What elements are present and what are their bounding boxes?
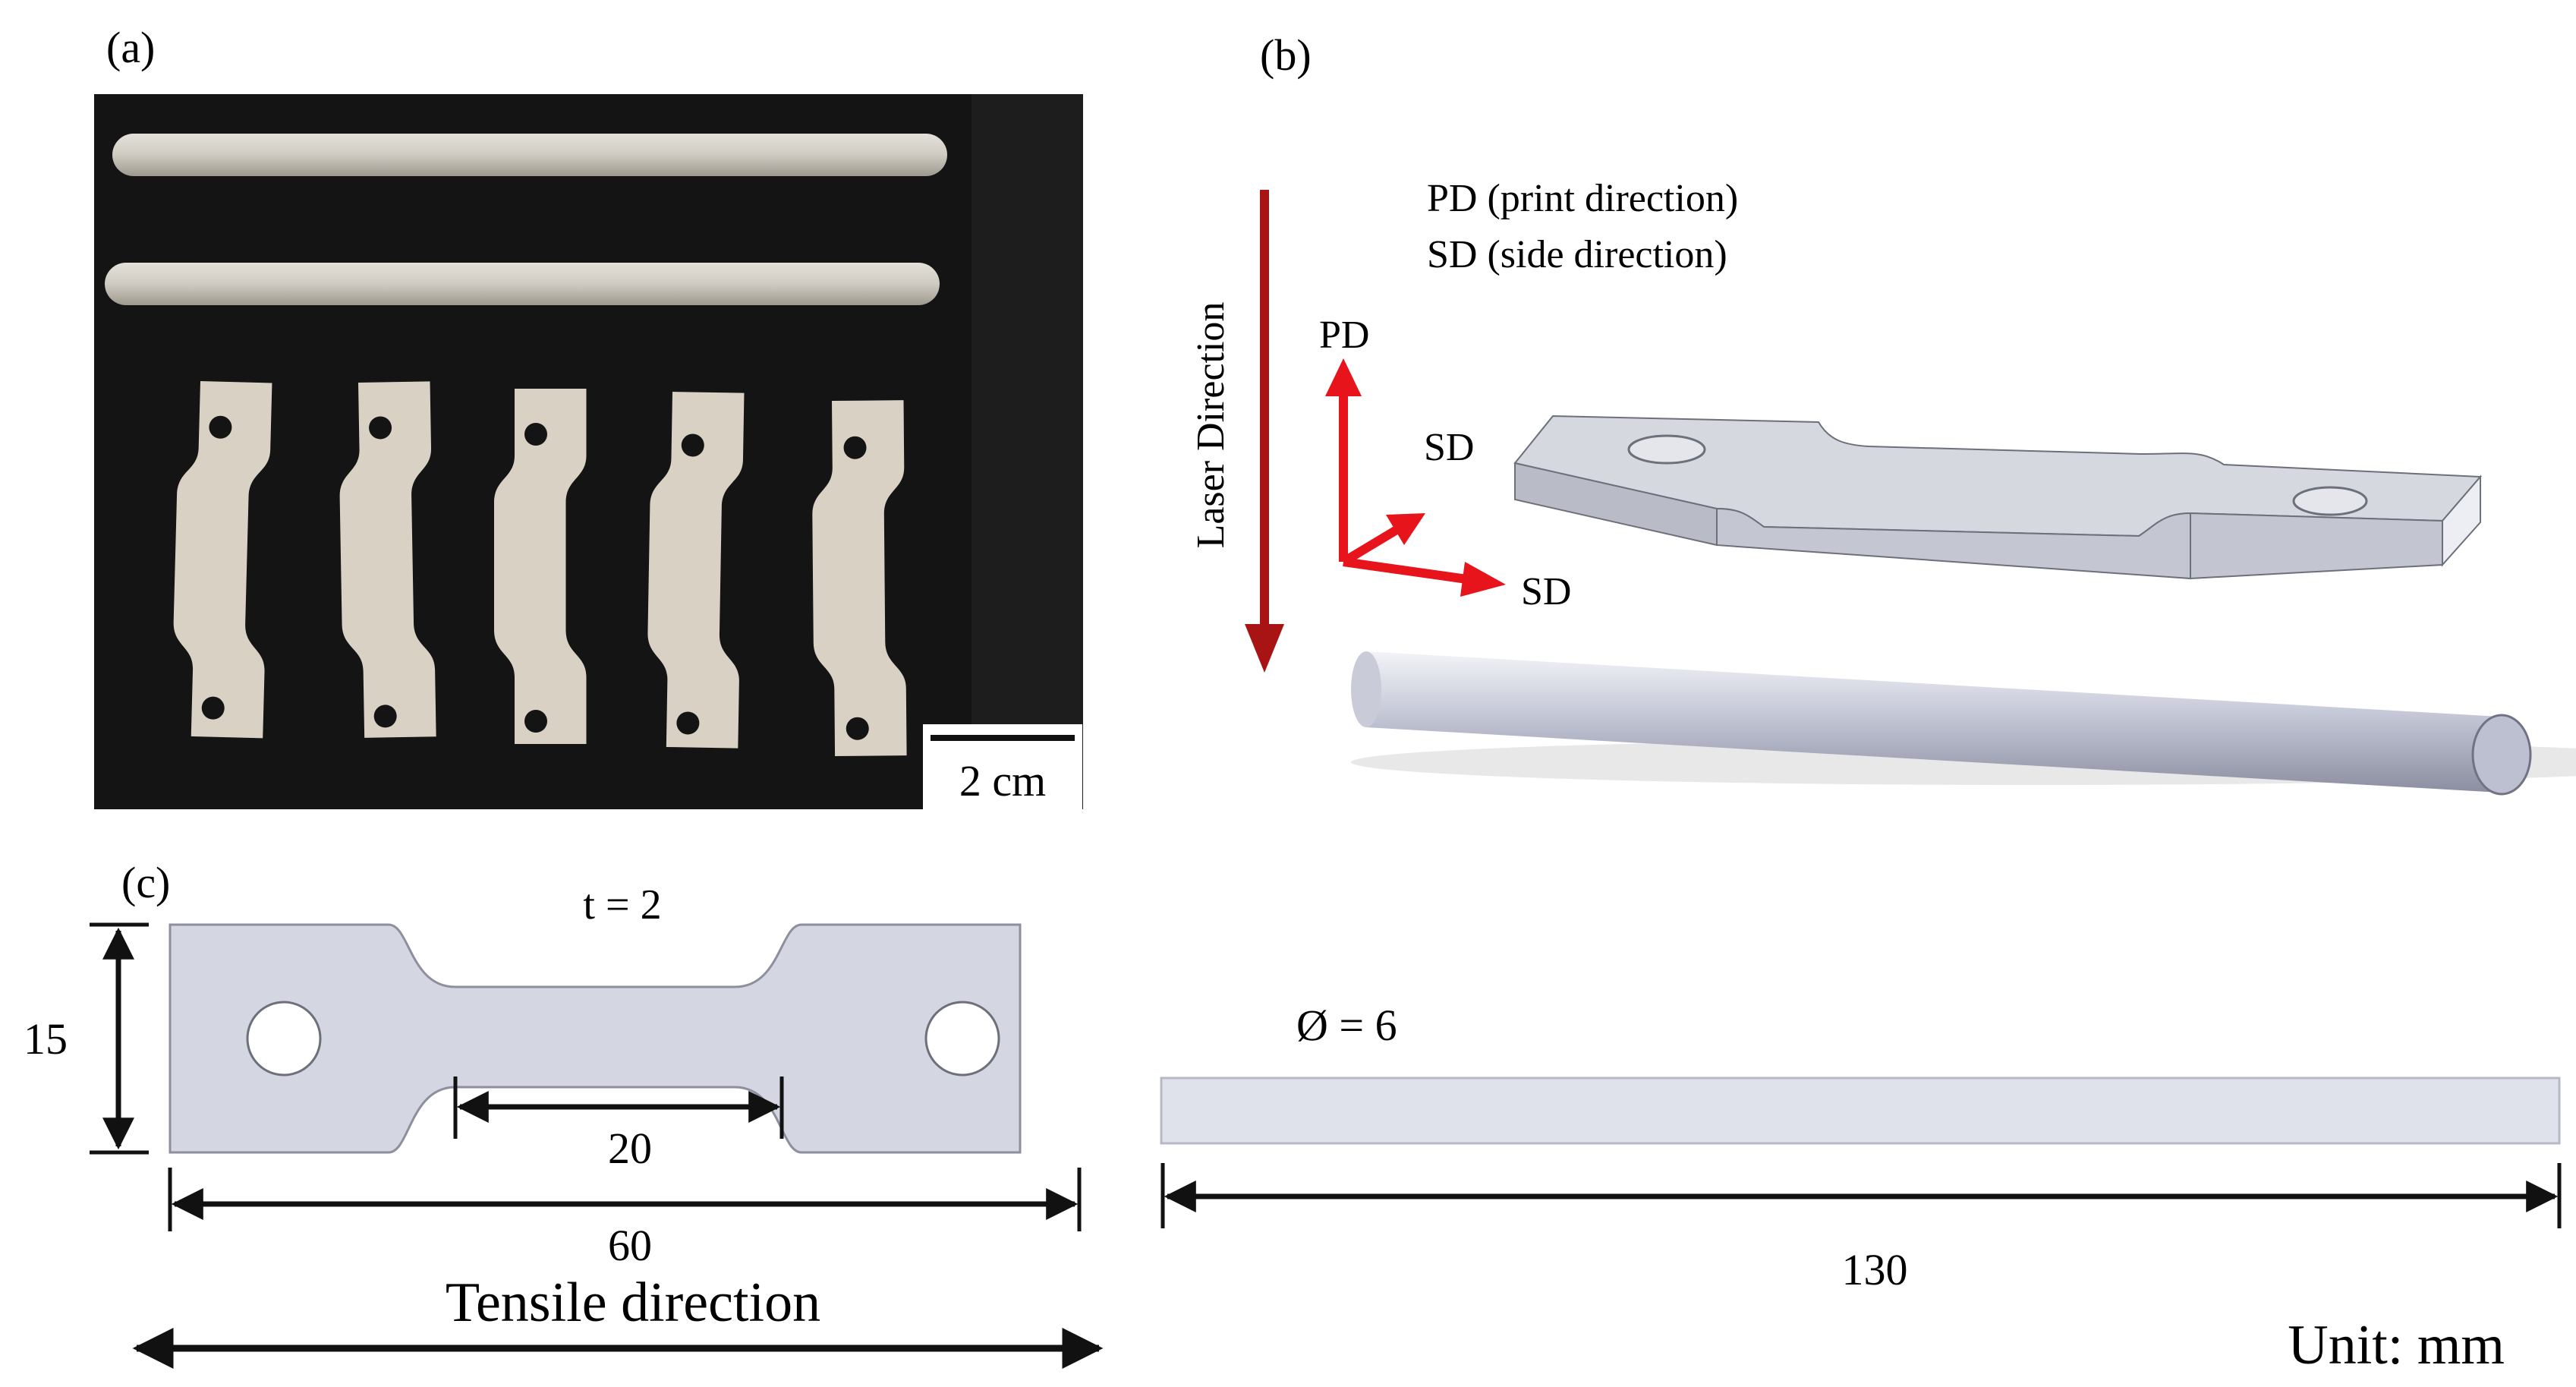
panel-b: (b) PD (print direction) SD (side direct… bbox=[1189, 30, 2576, 796]
dimension-height-label: 15 bbox=[24, 1014, 68, 1064]
specimen-hole-top bbox=[369, 416, 392, 440]
specimen-hole-top bbox=[681, 433, 704, 457]
drawing-rod bbox=[1160, 1077, 2561, 1145]
panel-b-label: (b) bbox=[1260, 30, 1312, 80]
drawing-hole-right bbox=[924, 1001, 1000, 1077]
cad-rod-start bbox=[1351, 651, 1381, 727]
dimension-rod-length bbox=[1160, 1163, 2562, 1228]
photo-specimen-5 bbox=[811, 400, 907, 757]
cad-rod-end bbox=[2471, 714, 2532, 796]
axis-label-sd-lower: SD bbox=[1521, 570, 1571, 613]
dimension-gauge-label: 20 bbox=[608, 1124, 652, 1173]
specimen-hole-top bbox=[843, 436, 867, 459]
drawing-hole-left bbox=[246, 1001, 322, 1077]
specimen-hole-bottom bbox=[846, 717, 869, 740]
dimension-total-label: 60 bbox=[608, 1221, 652, 1270]
laser-direction-label: Laser Direction bbox=[1189, 302, 1233, 549]
thickness-label: t = 2 bbox=[583, 881, 661, 928]
photo-specimen-4 bbox=[645, 391, 745, 749]
cad-rod bbox=[1351, 651, 2576, 796]
scale-bar-label: 2 cm bbox=[959, 756, 1046, 805]
panel-c: (c) t = 2 15 20 60 Tensile direction bbox=[24, 858, 2562, 1376]
photo-specimen-1 bbox=[170, 380, 272, 739]
tensile-direction-label: Tensile direction bbox=[446, 1272, 820, 1334]
photo-specimen-2 bbox=[338, 381, 436, 739]
panel-a: (a) bbox=[94, 23, 1083, 809]
scale-bar: 2 cm bbox=[923, 724, 1082, 809]
cad-specimen-end bbox=[2442, 474, 2481, 567]
axis-label-sd-upper: SD bbox=[1424, 426, 1474, 469]
panel-c-label: (c) bbox=[121, 858, 170, 907]
specimen-hole-top bbox=[524, 423, 547, 446]
cad-hole-left bbox=[1627, 434, 1706, 465]
rod-diameter-label: Ø = 6 bbox=[1296, 1001, 1397, 1050]
photo-rod-2 bbox=[105, 263, 940, 305]
cad-specimen bbox=[1513, 415, 2483, 580]
drawing-specimen-outline bbox=[168, 923, 1022, 1154]
dimension-rod-length-label: 130 bbox=[1842, 1245, 1908, 1294]
cad-specimen-gauge-front bbox=[1716, 507, 2191, 580]
specimen-hole-bottom bbox=[201, 696, 225, 720]
panel-a-label: (a) bbox=[106, 23, 155, 72]
specimen-hole-top bbox=[209, 415, 232, 439]
cad-specimen-grip-front bbox=[2190, 512, 2443, 580]
unit-label: Unit: mm bbox=[2288, 1314, 2505, 1376]
photo-specimen-3 bbox=[494, 389, 587, 744]
specimen-hole-bottom bbox=[524, 710, 547, 733]
photo-background-right bbox=[972, 94, 1083, 809]
laser-direction-arrow bbox=[1245, 190, 1284, 673]
coordinate-axes bbox=[1325, 358, 1506, 597]
cad-hole-right bbox=[2292, 486, 2368, 516]
legend-pd: PD (print direction) bbox=[1427, 177, 1738, 220]
legend-sd: SD (side direction) bbox=[1427, 233, 1727, 276]
axis-label-pd: PD bbox=[1319, 314, 1369, 357]
photo-rod-1 bbox=[112, 134, 947, 176]
specimen-hole-bottom bbox=[676, 711, 700, 735]
specimen-hole-bottom bbox=[373, 705, 397, 728]
dimension-total bbox=[168, 1168, 1082, 1231]
dimension-gauge bbox=[453, 1077, 784, 1139]
dimension-height bbox=[90, 922, 149, 1155]
